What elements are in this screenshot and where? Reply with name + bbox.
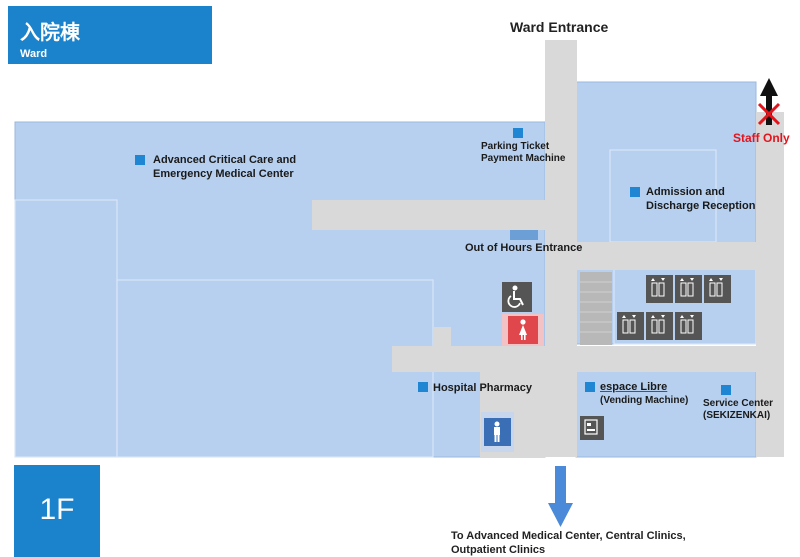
admission-reception-label: Admission and Discharge Reception xyxy=(646,185,755,213)
floor-label: 1F xyxy=(39,493,75,526)
elevator-icon xyxy=(704,275,731,303)
elevator-icon xyxy=(646,275,673,303)
elevator-icon xyxy=(646,312,673,340)
directions-line2: Outpatient Clinics xyxy=(451,544,546,556)
building-name-jp: 入院棟 xyxy=(20,20,80,44)
mens-restroom-icon xyxy=(481,412,514,452)
espace-libre-title: espace Libre xyxy=(600,381,668,393)
elevator-icon xyxy=(675,312,702,340)
corridor-lower-horizontal xyxy=(392,346,784,372)
building-name-en: Ward xyxy=(20,48,48,60)
corridor-mid-horizontal xyxy=(577,242,784,270)
facility-marker-icon xyxy=(418,382,428,392)
emergency-center-line2: Emergency Medical Center xyxy=(153,168,294,180)
directions-line1: To Advanced Medical Center, Central Clin… xyxy=(451,530,686,542)
out-of-hours-entrance-label: Out of Hours Entrance xyxy=(465,242,583,254)
admission-reception-line2: Discharge Reception xyxy=(646,200,756,212)
womens-restroom-icon xyxy=(502,314,544,346)
service-center-label: Service Center (SEKIZENKAI) xyxy=(703,398,773,422)
facility-marker-icon xyxy=(721,385,731,395)
vending-machine-icon xyxy=(580,416,604,440)
admission-reception-line1: Admission and xyxy=(646,186,725,198)
facility-marker-icon xyxy=(135,155,145,165)
parking-machine-line2: Payment Machine xyxy=(481,153,566,164)
parking-machine-label: Parking Ticket Payment Machine xyxy=(481,141,565,165)
facility-marker-icon xyxy=(630,187,640,197)
ward-entrance-label: Ward Entrance xyxy=(510,19,609,35)
direction-arrow-down-icon xyxy=(548,466,573,527)
directions-label: To Advanced Medical Center, Central Clin… xyxy=(451,529,686,557)
facility-marker-icon xyxy=(585,382,595,392)
floor-area-west xyxy=(14,121,546,458)
espace-libre-label: espace Libre (Vending Machine) xyxy=(600,380,688,408)
accessible-toilet-icon xyxy=(502,282,532,312)
service-center-line2: (SEKIZENKAI) xyxy=(703,410,771,421)
hospital-pharmacy-label: Hospital Pharmacy xyxy=(433,382,533,394)
stairs-icon xyxy=(580,272,612,345)
floor-badge: 1F xyxy=(14,465,100,557)
corridor-east-vertical xyxy=(756,112,784,457)
parking-machine-line1: Parking Ticket xyxy=(481,141,550,152)
emergency-center-label: Advanced Critical Care and Emergency Med… xyxy=(153,153,296,181)
staff-only-label: Staff Only xyxy=(733,131,790,145)
building-badge: 入院棟 Ward xyxy=(8,6,212,64)
corridor-upper-horizontal xyxy=(312,200,545,230)
out-of-hours-door xyxy=(510,230,538,240)
elevator-icon xyxy=(617,312,644,340)
service-center-line1: Service Center xyxy=(703,398,774,409)
espace-libre-subtitle: (Vending Machine) xyxy=(600,395,689,406)
emergency-center-line1: Advanced Critical Care and xyxy=(153,154,297,166)
corridor-stub xyxy=(433,327,451,346)
facility-marker-icon xyxy=(513,128,523,138)
staff-only-arrow-icon xyxy=(757,78,781,126)
elevator-icon xyxy=(675,275,702,303)
